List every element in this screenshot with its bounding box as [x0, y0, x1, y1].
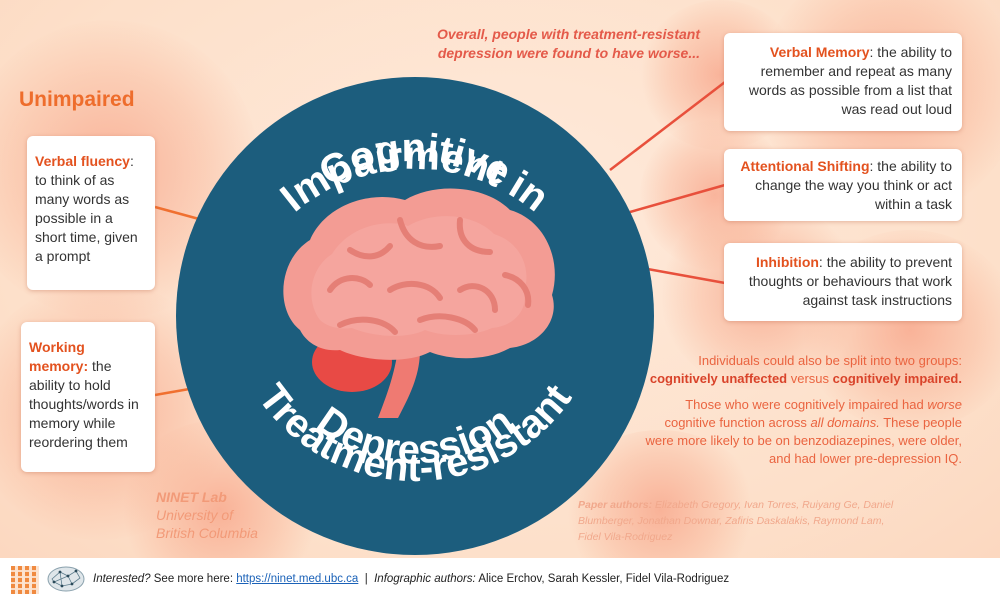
infographic-canvas: Unimpaired Overall, people with treatmen…: [0, 0, 1000, 558]
lab-line2: University of: [156, 507, 234, 523]
paper-authors: Paper authors: Elizabeth Gregory, Ivan T…: [578, 497, 908, 545]
groups-versus: versus: [790, 371, 830, 386]
card-desc: the ability to change the way you think …: [755, 158, 952, 212]
groups-p2-c: These people were more likely to be on b…: [645, 415, 962, 466]
card-term: Inhibition: [755, 254, 819, 270]
groups-intro: Individuals could also be split into two…: [698, 353, 962, 368]
footer-text: Interested? See more here: https://ninet…: [93, 573, 729, 585]
qr-code-icon[interactable]: [11, 566, 39, 594]
groups-p2-b: cognitive function across: [664, 415, 807, 430]
unimpaired-heading: Unimpaired: [19, 88, 135, 111]
groups-p2-all: all domains.: [810, 415, 880, 430]
card-desc: to think of as many words as possible in…: [35, 172, 138, 264]
card-term: Verbal fluency: [35, 153, 130, 169]
card-term: Verbal Memory: [769, 44, 870, 60]
card-inhibition: Inhibition: the ability to prevent thoug…: [724, 243, 962, 321]
paper-authors-names: Elizabeth Gregory, Ivan Torres, Ruiyang …: [578, 499, 894, 543]
card-desc: the ability to hold thoughts/words in me…: [29, 358, 139, 450]
connector-line: [629, 183, 726, 214]
card-verbal-memory: Verbal Memory: the ability to remember a…: [724, 33, 962, 131]
connector-line: [641, 266, 726, 285]
connector-line: [609, 81, 726, 171]
card-verbal-fluency: Verbal fluency: to think of as many word…: [27, 136, 155, 290]
card-desc: the ability to remember and repeat as ma…: [748, 44, 952, 117]
group-unaffected: cognitively unaffected: [649, 371, 788, 386]
lab-name: NINET Lab: [156, 489, 227, 505]
footer-infographic-names: Alice Erchov, Sarah Kessler, Fidel Vila-…: [478, 573, 730, 585]
groups-p2-a: Those who were cognitively impaired had: [685, 397, 924, 412]
footer-bar: Interested? See more here: https://ninet…: [0, 558, 1000, 600]
brain-network-logo-icon: [47, 566, 85, 592]
card-term: Attentional Shifting: [740, 158, 870, 174]
brain-icon: [283, 188, 555, 418]
footer-infographic-label: Infographic authors:: [374, 573, 476, 585]
lab-line3: British Columbia: [156, 525, 258, 541]
footer-interested: Interested?: [93, 573, 151, 585]
card-attentional-shifting: Attentional Shifting: the ability to cha…: [724, 149, 962, 221]
card-term: Working memory:: [29, 339, 89, 374]
groups-p2-worse: worse: [927, 397, 962, 412]
lab-credit: NINET Lab University of British Columbia: [156, 488, 258, 542]
paper-authors-label: Paper authors:: [578, 499, 653, 511]
group-impaired: cognitively impaired.: [832, 371, 962, 386]
card-desc: the ability to prevent thoughts or behav…: [748, 254, 952, 308]
groups-summary: Individuals could also be split into two…: [640, 352, 962, 476]
card-working-memory: Working memory: the ability to hold thou…: [21, 322, 155, 472]
footer-url-link[interactable]: https://ninet.med.ubc.ca: [236, 573, 359, 585]
footer-see-more: See more here:: [153, 573, 234, 585]
footer-separator: |: [364, 573, 368, 585]
overall-caption: Overall, people with treatment-resistant…: [437, 26, 700, 61]
